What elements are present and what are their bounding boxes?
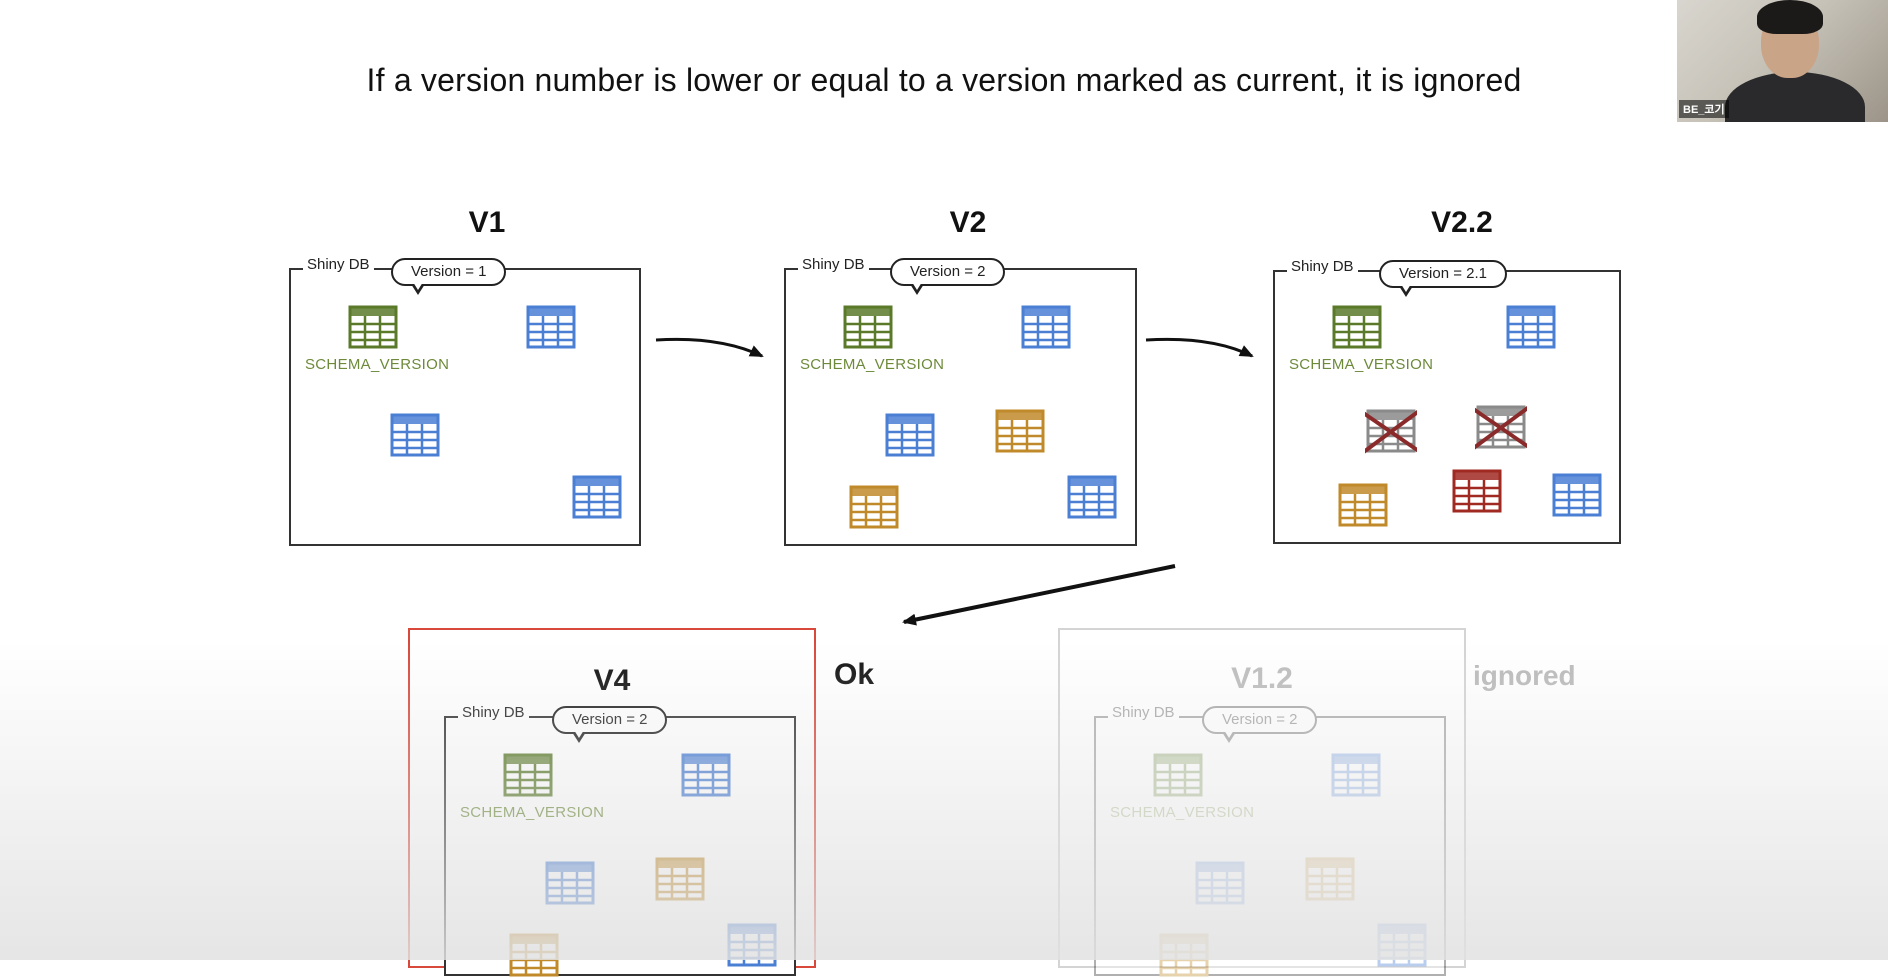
slide-title: If a version number is lower or equal to… <box>366 62 1522 98</box>
db-box-v2: Shiny DB Version = 2 SCHEMA_VERSION <box>784 256 1137 546</box>
table-icon <box>1451 468 1503 514</box>
version-bubble: Version = 2.1 <box>1379 260 1507 297</box>
db-label: Shiny DB <box>798 256 869 273</box>
table-icon <box>571 474 623 520</box>
table-icon <box>994 408 1046 454</box>
table-icon <box>1376 922 1428 968</box>
arrow-v2-to-v2-2 <box>1145 337 1254 358</box>
db-label: Shiny DB <box>1287 258 1358 275</box>
db-label: Shiny DB <box>303 256 374 273</box>
table-icon <box>726 922 778 968</box>
table-icon <box>1158 932 1210 978</box>
table-icon <box>1066 474 1118 520</box>
arrow-v1-to-v2 <box>655 337 764 358</box>
table-icon <box>389 412 441 458</box>
table-icon <box>1505 304 1557 350</box>
schema-table-icon <box>1331 304 1383 350</box>
schema-version-label: SCHEMA_VERSION <box>305 356 450 373</box>
schema-table-icon <box>502 752 554 798</box>
table-icon <box>525 304 577 350</box>
table-icon <box>1551 472 1603 518</box>
table-icon <box>1020 304 1072 350</box>
schema-table-icon <box>347 304 399 350</box>
version-title-v2: V2 <box>949 206 987 239</box>
version-title-v4: V4 <box>593 664 631 697</box>
webcam-name-tag: BE_코기 <box>1679 100 1729 118</box>
version-title-v2-2: V2.2 <box>1431 206 1493 239</box>
bottom-fade <box>0 640 1888 960</box>
status-ok-label: Ok <box>834 658 875 691</box>
version-bubble-text: Version = 2 <box>910 263 986 280</box>
schema-version-label: SCHEMA_VERSION <box>800 356 945 373</box>
schema-version-label: SCHEMA_VERSION <box>1289 356 1434 373</box>
version-bubble-text: Version = 2.1 <box>1399 265 1487 282</box>
db-label: Shiny DB <box>1108 704 1179 721</box>
db-box-v4: Shiny DB Version = 2 SCHEMA_VERSION <box>444 704 796 978</box>
version-bubble: Version = 2 <box>552 706 668 743</box>
table-icon <box>848 484 900 530</box>
status-ignored-label: ignored <box>1473 660 1576 691</box>
db-box-v2-2: Shiny DB Version = 2.1 SCHEMA_VERSION <box>1273 258 1621 544</box>
version-bubble: Version = 1 <box>391 258 507 295</box>
table-icon <box>508 932 560 978</box>
deleted-table-icon <box>1475 404 1527 450</box>
presenter-body <box>1725 72 1865 122</box>
version-bubble-text: Version = 2 <box>572 711 648 728</box>
version-bubble-text: Version = 2 <box>1222 711 1298 728</box>
version-bubble: Version = 2 <box>890 258 1006 295</box>
table-icon <box>1304 856 1356 902</box>
version-bubble: Version = 2 <box>1202 706 1318 743</box>
table-icon <box>1337 482 1389 528</box>
version-bubble-text: Version = 1 <box>411 263 487 280</box>
version-title-v1: V1 <box>468 206 506 239</box>
table-icon <box>884 412 936 458</box>
arrow-to-v4 <box>902 564 1176 626</box>
db-box-v1: Shiny DB Version = 1 SCHEMA_VERSION <box>289 256 641 546</box>
table-icon <box>680 752 732 798</box>
table-icon <box>544 860 596 906</box>
webcam-video: BE_코기 <box>1677 0 1888 122</box>
deleted-table-icon <box>1365 408 1417 454</box>
version-title-v1-2: V1.2 <box>1231 662 1293 695</box>
table-icon <box>1330 752 1382 798</box>
schema-version-label: SCHEMA_VERSION <box>1110 804 1255 821</box>
schema-version-label: SCHEMA_VERSION <box>460 804 605 821</box>
schema-table-icon <box>1152 752 1204 798</box>
presenter-hair <box>1757 0 1823 34</box>
db-box-v1-2: Shiny DB Version = 2 SCHEMA_VERSION <box>1094 704 1446 978</box>
schema-table-icon <box>842 304 894 350</box>
db-label: Shiny DB <box>458 704 529 721</box>
table-icon <box>1194 860 1246 906</box>
table-icon <box>654 856 706 902</box>
